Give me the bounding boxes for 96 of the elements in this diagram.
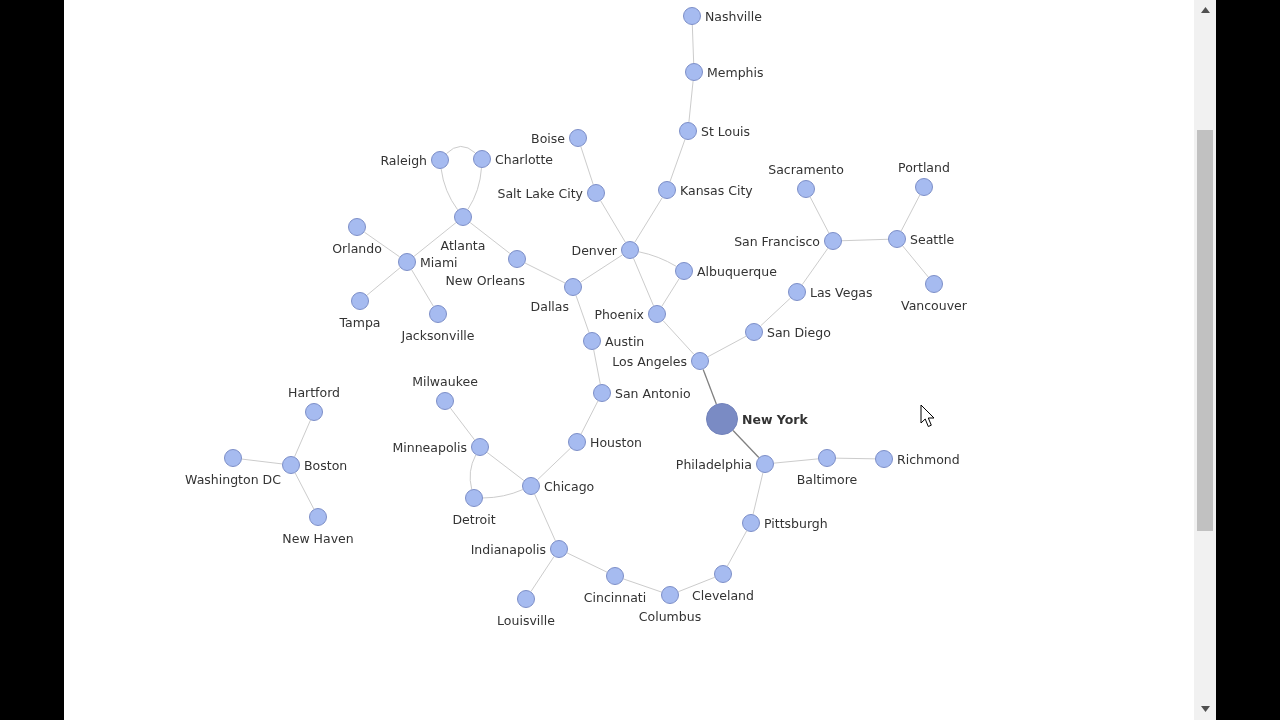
node-label: San Diego bbox=[767, 324, 831, 340]
node-label: Denver bbox=[571, 242, 617, 258]
node-label: San Francisco bbox=[734, 233, 820, 249]
node-label: Pittsburgh bbox=[764, 515, 828, 531]
connector-line bbox=[600, 200, 626, 243]
connector-line bbox=[726, 530, 748, 567]
connector-line bbox=[691, 24, 695, 64]
node-label: Memphis bbox=[707, 64, 764, 80]
connector-line bbox=[633, 257, 654, 307]
connector-line bbox=[638, 251, 677, 267]
node-label: New Haven bbox=[282, 530, 354, 546]
connector-line bbox=[773, 458, 819, 464]
connector-line bbox=[809, 196, 830, 234]
connector-line bbox=[575, 295, 590, 333]
connector-line bbox=[534, 493, 556, 542]
connector-line bbox=[835, 457, 876, 460]
connector-line bbox=[537, 447, 571, 481]
node-label: Louisville bbox=[497, 612, 555, 628]
node-label: Charlotte bbox=[495, 151, 554, 167]
connector-line bbox=[411, 269, 434, 307]
connector-line bbox=[702, 368, 717, 405]
node-label: Houston bbox=[590, 434, 642, 450]
node-label: Milwaukee bbox=[412, 373, 478, 389]
node-label: Portland bbox=[898, 159, 950, 175]
node-label: Atlanta bbox=[440, 237, 486, 253]
connector-line bbox=[530, 556, 555, 592]
node-label: Richmond bbox=[897, 451, 960, 467]
connector-line bbox=[902, 245, 929, 278]
connector-line bbox=[566, 552, 608, 573]
node-label: Austin bbox=[605, 333, 645, 349]
node-label: Baltimore bbox=[796, 471, 858, 487]
connector-line bbox=[440, 168, 459, 211]
connector-line bbox=[634, 197, 663, 243]
node-label: Nashville bbox=[705, 8, 762, 24]
node-label: Las Vegas bbox=[810, 284, 873, 300]
node-label: Orlando bbox=[332, 240, 382, 256]
connector-line bbox=[469, 222, 511, 254]
connector-line bbox=[294, 419, 311, 458]
connector-line bbox=[413, 222, 457, 257]
node-label: St Louis bbox=[701, 123, 751, 139]
connector-line bbox=[467, 167, 482, 210]
node-label: Washington DC bbox=[185, 471, 281, 487]
connector-line bbox=[688, 80, 694, 123]
node-label: Boston bbox=[304, 457, 348, 473]
node-label: Chicago bbox=[544, 478, 595, 494]
node-label: Cincinnati bbox=[583, 589, 647, 605]
connector-line bbox=[623, 578, 662, 593]
node-label: Phoenix bbox=[594, 306, 644, 322]
connector-line bbox=[593, 349, 601, 385]
connector-line bbox=[469, 454, 477, 490]
connector-line bbox=[707, 335, 747, 358]
node-label: Salt Lake City bbox=[497, 185, 583, 201]
node-label: Vancouver bbox=[901, 297, 967, 313]
node-label: Kansas City bbox=[680, 182, 753, 198]
connector-line bbox=[445, 145, 476, 155]
node-label: Philadelphia bbox=[675, 456, 752, 472]
connector-line bbox=[841, 238, 889, 242]
node-label: Dallas bbox=[530, 298, 569, 314]
connector-line bbox=[661, 278, 680, 307]
connector-line bbox=[241, 458, 283, 465]
connector-line bbox=[363, 231, 401, 258]
node-label: Jacksonville bbox=[401, 327, 475, 343]
connector-line bbox=[294, 472, 315, 510]
connector-line bbox=[760, 297, 791, 327]
node-label: Columbus bbox=[638, 608, 702, 624]
node-label: Hartford bbox=[288, 384, 340, 400]
connector-line bbox=[662, 320, 695, 355]
node-label: Detroit bbox=[452, 511, 496, 527]
connector-line bbox=[669, 139, 686, 182]
connector-line bbox=[482, 489, 524, 499]
node-label: Seattle bbox=[910, 231, 955, 247]
node-label: Los Angeles bbox=[612, 353, 687, 369]
connector-line bbox=[366, 267, 401, 296]
node-label: New York bbox=[742, 411, 808, 427]
connector-line bbox=[580, 254, 623, 283]
node-label: Sacramento bbox=[768, 161, 844, 177]
node-label: New Orleans bbox=[445, 272, 525, 288]
connector-line bbox=[580, 146, 594, 185]
connector-line bbox=[732, 429, 760, 459]
node-label: Miami bbox=[420, 254, 458, 270]
node-label: Albuquerque bbox=[697, 263, 777, 279]
connector-line bbox=[900, 194, 921, 232]
connector-line bbox=[677, 576, 716, 593]
node-label: Minneapolis bbox=[392, 439, 467, 455]
connector-line bbox=[449, 407, 476, 441]
node-label: San Antonio bbox=[615, 385, 691, 401]
node-label: Indianapolis bbox=[470, 541, 546, 557]
connector-line bbox=[580, 400, 599, 435]
connector-line bbox=[752, 472, 764, 515]
node-label: Cleveland bbox=[692, 587, 754, 603]
connector-line bbox=[486, 451, 525, 482]
node-label: Boise bbox=[531, 130, 565, 146]
connector-line bbox=[801, 247, 829, 286]
node-label: Raleigh bbox=[380, 152, 427, 168]
connector-line bbox=[524, 262, 566, 284]
node-label: Tampa bbox=[339, 314, 381, 330]
